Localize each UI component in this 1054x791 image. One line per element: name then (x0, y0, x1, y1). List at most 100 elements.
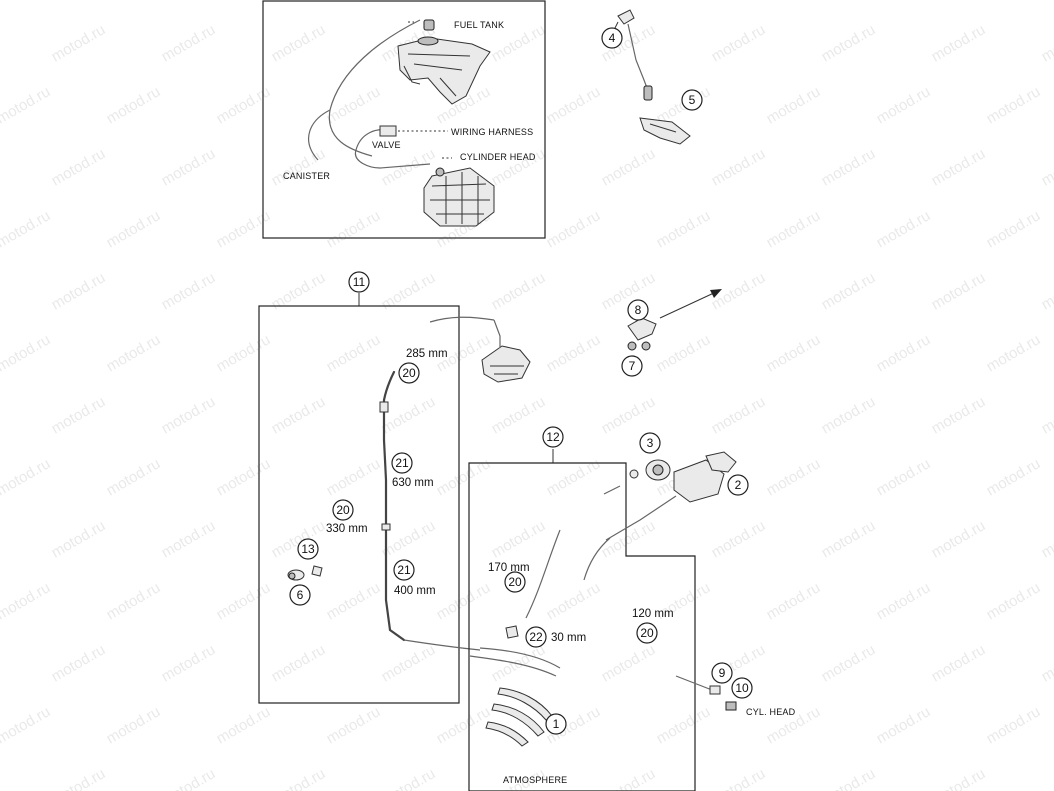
part-9-10-drawing (675, 675, 737, 711)
watermark-text: motod.ru (0, 207, 53, 251)
watermark-text: motod.ru (159, 765, 219, 791)
part-2-3-drawing (603, 451, 737, 541)
watermark-text: motod.ru (984, 455, 1044, 499)
watermark-text: motod.ru (984, 83, 1044, 127)
watermark-text: motod.ru (929, 269, 989, 313)
watermark-text: motod.ru (874, 579, 934, 623)
part-4-drawing (617, 9, 653, 101)
watermark-text: motod.ru (764, 331, 824, 375)
watermark-text: motod.ru (214, 83, 274, 127)
watermark-text: motod.ru (599, 765, 659, 791)
watermark-text: motod.ru (709, 765, 769, 791)
dim-630: 630 mm (392, 477, 434, 489)
watermark-text: motod.ru (984, 579, 1044, 623)
svg-text:11: 11 (353, 275, 366, 289)
watermark-text: motod.ru (379, 393, 439, 437)
callout-1: 1 (545, 713, 567, 735)
callout-12: 12 (542, 426, 564, 448)
watermark-text: motod.ru (984, 703, 1044, 747)
watermark-text: motod.ru (1039, 393, 1054, 437)
watermark-text: motod.ru (599, 641, 659, 685)
watermark-text: motod.ru (929, 145, 989, 189)
watermark-text: motod.ru (654, 331, 714, 375)
svg-text:10: 10 (735, 681, 749, 695)
watermark-text: motod.ru (49, 21, 109, 65)
callout-2: 2 (727, 474, 749, 496)
watermark-text: motod.ru (984, 0, 1044, 3)
label-cylinder-head: CYLINDER HEAD (460, 152, 536, 162)
part-7-8-drawing (627, 317, 657, 351)
watermark-text: motod.ru (379, 641, 439, 685)
watermark-text: motod.ru (49, 641, 109, 685)
callout-20-a: 20 (398, 362, 420, 384)
svg-text:20: 20 (508, 575, 522, 589)
svg-text:22: 22 (529, 630, 543, 644)
watermark-text: motod.ru (874, 0, 934, 3)
watermark-text: motod.ru (434, 455, 494, 499)
watermark-text: motod.ru (324, 455, 384, 499)
part-5-drawing (639, 117, 691, 145)
watermark-text: motod.ru (819, 765, 879, 791)
svg-text:8: 8 (635, 303, 642, 317)
watermark-text: motod.ru (434, 703, 494, 747)
watermark-text: motod.ru (269, 269, 329, 313)
inset-overview-box (262, 0, 546, 239)
watermark-text: motod.ru (599, 393, 659, 437)
svg-text:20: 20 (336, 503, 350, 517)
watermark-text: motod.ru (104, 455, 164, 499)
watermark-text: motod.ru (49, 517, 109, 561)
callout-7: 7 (621, 355, 643, 377)
watermark-text: motod.ru (0, 331, 53, 375)
watermark-text: motod.ru (709, 393, 769, 437)
watermark-text: motod.ru (929, 641, 989, 685)
watermark-text: motod.ru (654, 207, 714, 251)
callout-6: 6 (289, 584, 311, 606)
connector-mid (381, 523, 391, 531)
watermark-text: motod.ru (709, 21, 769, 65)
callout-21-a: 21 (391, 452, 413, 474)
watermark-text: motod.ru (104, 703, 164, 747)
watermark-text: motod.ru (159, 269, 219, 313)
assembly-11-box (258, 305, 460, 704)
watermark-text: motod.ru (324, 579, 384, 623)
watermark-text: motod.ru (214, 455, 274, 499)
svg-text:20: 20 (402, 366, 416, 380)
watermark-text: motod.ru (104, 0, 164, 3)
svg-text:2: 2 (735, 478, 742, 492)
svg-text:7: 7 (629, 359, 636, 373)
callout-3: 3 (639, 432, 661, 454)
watermark-text: motod.ru (49, 765, 109, 791)
watermark-text: motod.ru (1039, 145, 1054, 189)
part-1-drawing (485, 687, 553, 747)
callout-4: 4 (601, 27, 623, 49)
valve-part (379, 125, 397, 137)
watermark-text: motod.ru (324, 331, 384, 375)
part-6-13-drawing (287, 565, 323, 581)
svg-text:9: 9 (719, 666, 726, 680)
watermark-text: motod.ru (984, 331, 1044, 375)
arrow-head (710, 289, 722, 298)
watermark-text: motod.ru (159, 145, 219, 189)
connector-upper (379, 401, 389, 413)
watermark-text: motod.ru (764, 83, 824, 127)
watermark-text: motod.ru (764, 455, 824, 499)
watermark-text: motod.ru (819, 21, 879, 65)
svg-text:3: 3 (647, 436, 654, 450)
watermark-text: motod.ru (0, 0, 53, 3)
watermark-text: motod.ru (269, 517, 329, 561)
watermark-text: motod.ru (434, 579, 494, 623)
watermark-text: motod.ru (1039, 269, 1054, 313)
watermark-text: motod.ru (214, 207, 274, 251)
callout-22: 22 (525, 626, 547, 648)
svg-text:6: 6 (297, 588, 304, 602)
callout-20-b: 20 (332, 499, 354, 521)
callout-11: 11 (348, 271, 370, 293)
watermark-text: motod.ru (544, 331, 604, 375)
watermark-text: motod.ru (269, 765, 329, 791)
watermark-text: motod.ru (819, 393, 879, 437)
watermark-text: motod.ru (929, 393, 989, 437)
callout-5: 5 (681, 89, 703, 111)
watermark-text: motod.ru (874, 207, 934, 251)
watermark-text: motod.ru (1039, 21, 1054, 65)
